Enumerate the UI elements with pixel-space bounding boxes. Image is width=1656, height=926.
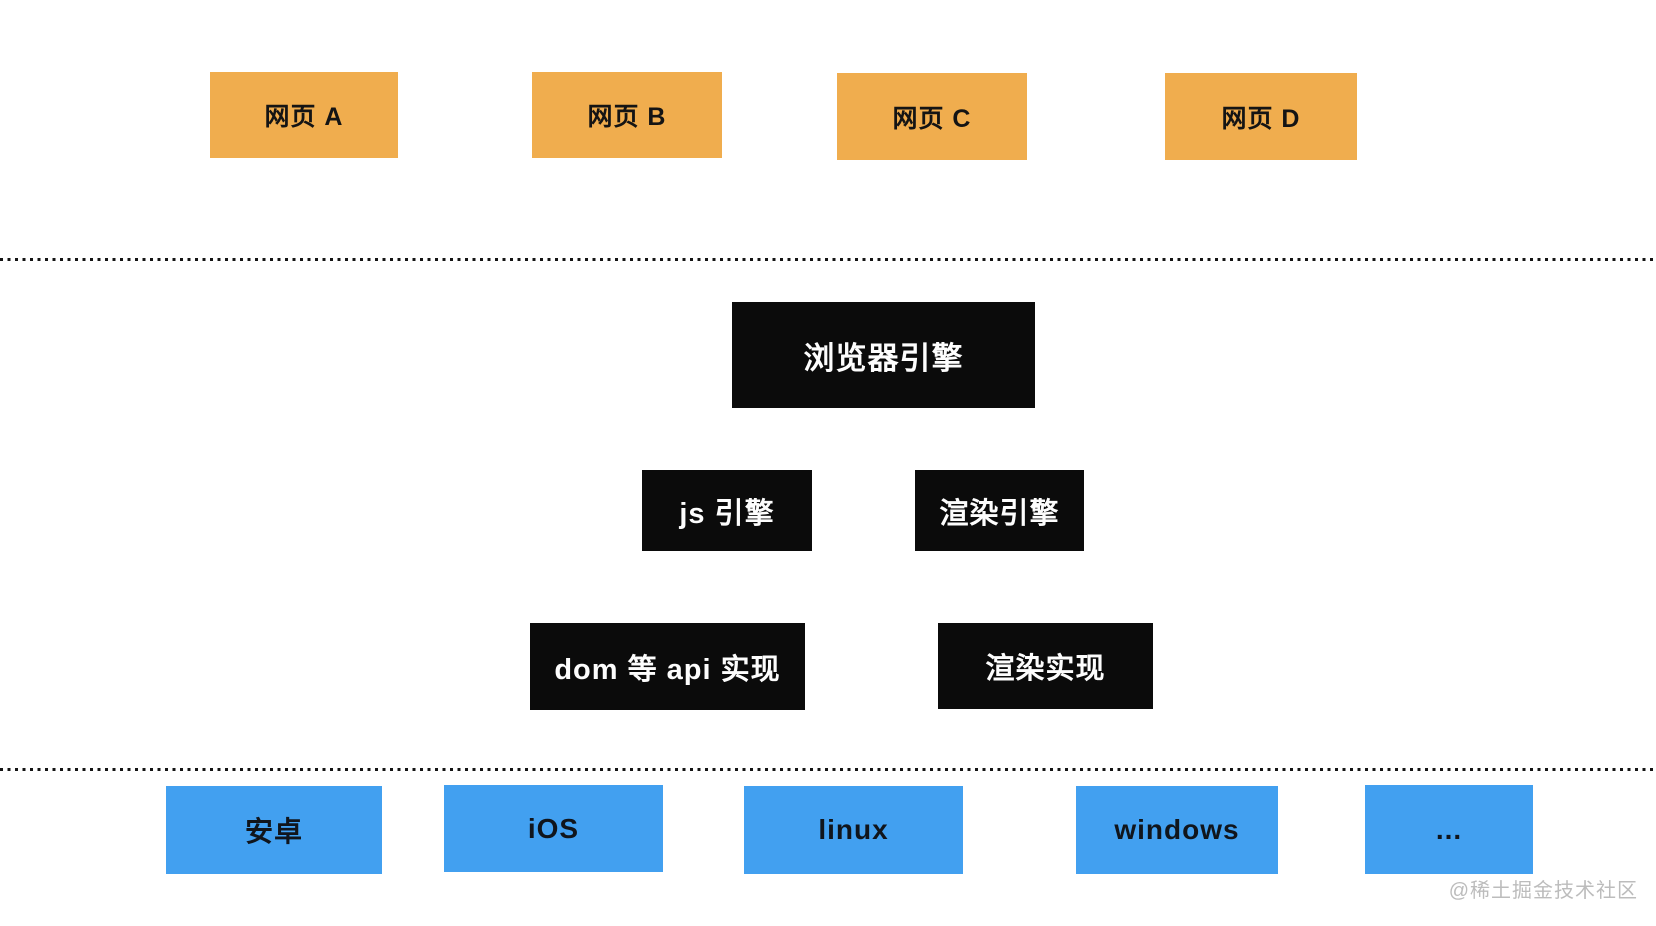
webpage-b-box: 网页 B: [532, 72, 722, 158]
js-engine-box: js 引擎: [642, 470, 812, 551]
render-engine-box: 渲染引擎: [915, 470, 1084, 551]
separator-webpages-engine: [0, 258, 1656, 261]
os-more-box: ...: [1365, 785, 1533, 874]
webpage-a-box: 网页 A: [210, 72, 398, 158]
watermark-text: @稀土掘金技术社区: [1448, 880, 1638, 902]
separator-engine-os: [0, 768, 1656, 771]
os-ios-box: iOS: [444, 785, 663, 872]
render-impl-box: 渲染实现: [938, 623, 1153, 709]
dom-api-impl-box: dom 等 api 实现: [530, 623, 805, 710]
os-android-box: 安卓: [166, 786, 382, 874]
webpage-c-box: 网页 C: [837, 73, 1027, 160]
os-windows-box: windows: [1076, 786, 1278, 874]
webpage-d-box: 网页 D: [1165, 73, 1357, 160]
os-linux-box: linux: [744, 786, 963, 874]
browser-engine-box: 浏览器引擎: [732, 302, 1035, 408]
